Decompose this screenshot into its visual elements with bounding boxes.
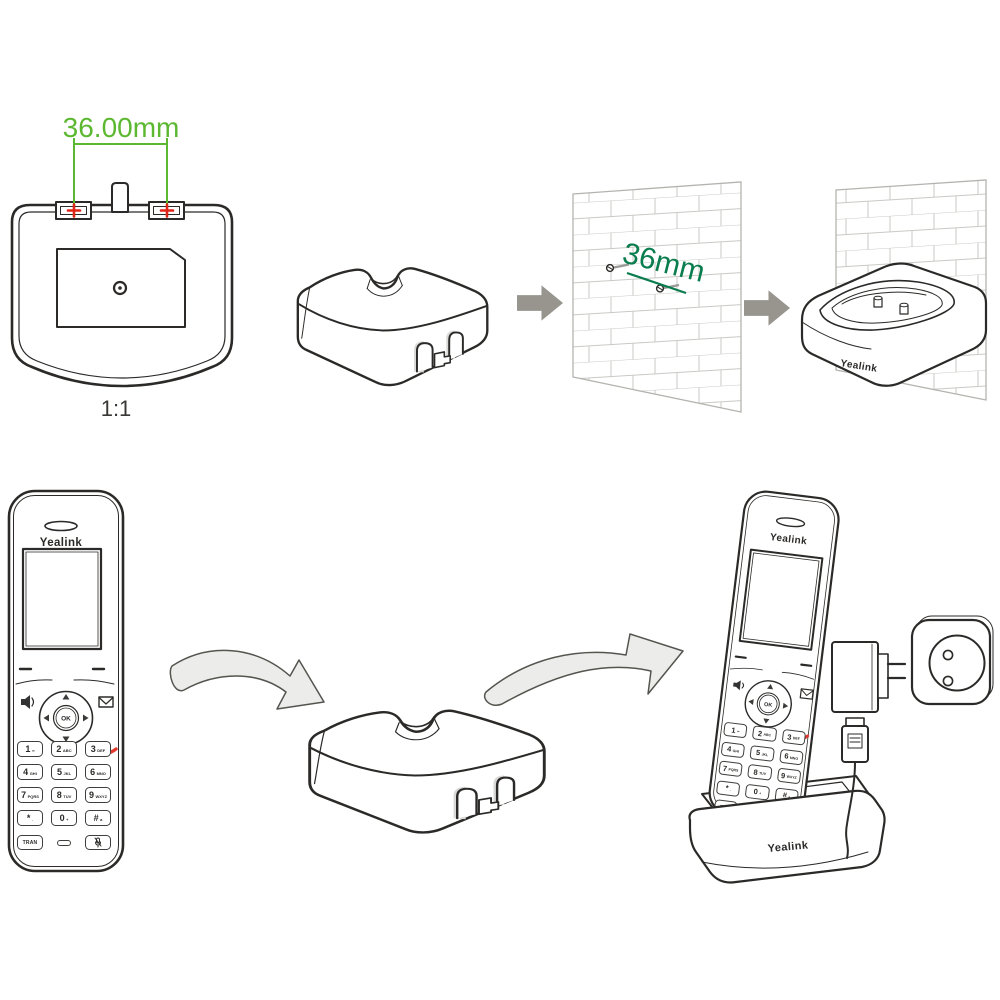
power-adapter [831,641,907,713]
screen-inner [25,551,99,647]
outlet-hole [942,675,954,687]
keypad-key: 1∞ [17,741,43,757]
screen-inner [742,552,820,647]
template-tab [111,182,129,213]
nav-up-icon [767,684,774,690]
handset-brand-label: Yealink [769,532,807,547]
curved-arrow-icon [483,633,684,706]
keypad-key: 0+ [51,810,77,826]
handset-front-view: Yealink OK [6,488,126,874]
earpiece [775,517,806,528]
usb-cable [845,761,856,859]
softkey-right [800,663,813,667]
base-brand-label: Yealink [767,839,809,855]
ok-button-label: OK [764,702,773,709]
charging-contacts [873,295,909,315]
speaker-icon [21,695,35,709]
wall-drilling-step: 36mm [572,181,742,413]
softkey-left [734,655,747,659]
charger-cradle-illustration [296,267,489,387]
nav-right-icon [83,714,89,722]
message-icon [98,696,114,708]
brick-wall [573,182,741,412]
keypad-key: #a [85,810,111,826]
step-arrow-icon [744,290,791,326]
wall-mounted-dock-step: Yealink [800,179,988,401]
nav-cluster: OK [38,690,94,746]
curved-arrow-icon [169,649,325,710]
nav-left-icon [748,699,754,706]
nav-down-icon [763,718,770,724]
step-arrow-icon [517,285,564,321]
drilling-template: 36.00mm 1:1 [10,112,234,421]
outlet-hole [942,649,954,661]
charger-base-front: Yealink [688,789,886,884]
mute-icon [94,837,102,848]
nav-right-icon [782,702,789,709]
nav-down-icon [62,736,70,742]
nav-up-icon [62,694,70,700]
nav-cluster: OK [744,680,792,728]
keypad-key: 1∞ [723,721,748,739]
screen [738,548,824,651]
scale-label: 1:1 [101,396,132,421]
nav-left-icon [43,714,49,722]
ok-button-label: OK [61,716,71,723]
template-dimension-label: 36.00mm [63,112,180,143]
handset-docked: Yealink OK [704,486,843,826]
drill-cross-icon [66,203,175,218]
outlet-socket [928,634,986,692]
speaker-icon [733,680,745,691]
usb-connector [841,717,869,763]
mounted-dock: Yealink [800,262,988,387]
earpiece [44,520,78,532]
screw-spacing-line [626,271,687,295]
message-icon [799,688,814,700]
handset-brand-label: Yealink [40,537,83,549]
screen [21,547,103,651]
docked-handset-group: Yealink OK [674,478,904,902]
keypad-key: *. [17,810,43,826]
wall-outlet [910,615,994,706]
mute-key [85,835,111,850]
transfer-key: TRAN [17,835,43,850]
power-adapter-group [831,641,907,859]
microphone-slot [51,839,77,846]
screw-icon [605,263,630,273]
